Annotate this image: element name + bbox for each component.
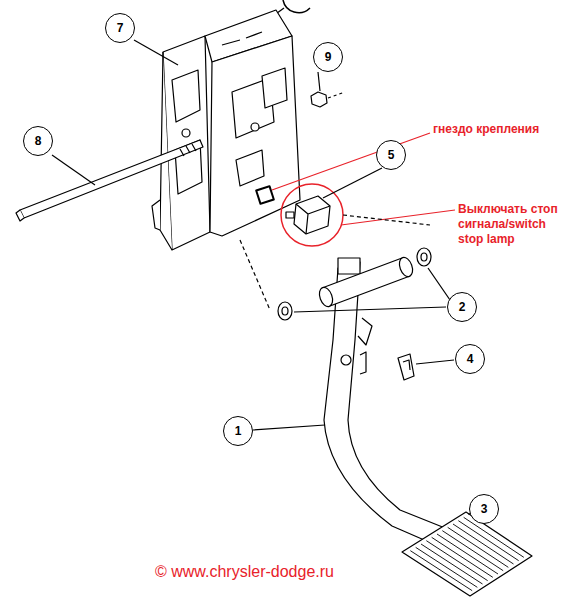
callout-number: 5 [376,140,406,170]
callout-number: 9 [313,42,343,72]
leader-line [318,72,320,91]
annotation-label: Выключать стоп сигнала/switch stop lamp [458,202,570,247]
axis-line [240,215,430,310]
pedal-pad [402,512,532,596]
callout-number: 7 [105,13,135,43]
stop-lamp-switch [286,196,330,234]
nut [311,92,327,107]
bushing [278,248,431,320]
callout-number: 2 [447,292,477,322]
pad-rib [464,517,524,557]
leader-line [323,168,382,198]
pedal-arm [324,262,450,546]
pedal-arm-top [338,258,360,274]
mount-slot [256,186,274,204]
pedal-bracket [152,10,300,250]
callout-number: 8 [23,126,53,156]
leader-line [428,268,450,300]
leader-line [52,155,95,185]
pad-rib [458,521,518,561]
callout-number: 3 [469,494,499,524]
callout-text: 4 [467,353,474,365]
callout-text: 7 [117,22,124,34]
leader-line [253,425,325,430]
clip [398,354,414,380]
highlight-circle [281,184,343,246]
leader-line [294,307,446,312]
pivot-tube [317,256,415,309]
callout-text: 3 [481,503,488,515]
callout-text: 5 [388,149,395,161]
callout-text: 1 [235,425,242,437]
cutoff-callout [283,0,310,13]
leader-line [341,210,455,225]
watermark: © www.chrysler-dodge.ru [155,562,455,582]
arm-tab [360,352,366,374]
leader-line [134,40,178,65]
annotation-label: гнездо крепления [433,122,573,137]
callout-text: 8 [35,135,42,147]
callout-text: 2 [459,301,466,313]
arm-stop [358,318,372,345]
arm-hole [341,355,351,365]
pad-ribbing [410,517,523,590]
leader-line [272,133,430,190]
callout-number: 4 [455,344,485,374]
leader-line [416,360,454,364]
axis-line [328,92,345,98]
callout-number: 1 [223,416,253,446]
callout-text: 9 [325,51,332,63]
